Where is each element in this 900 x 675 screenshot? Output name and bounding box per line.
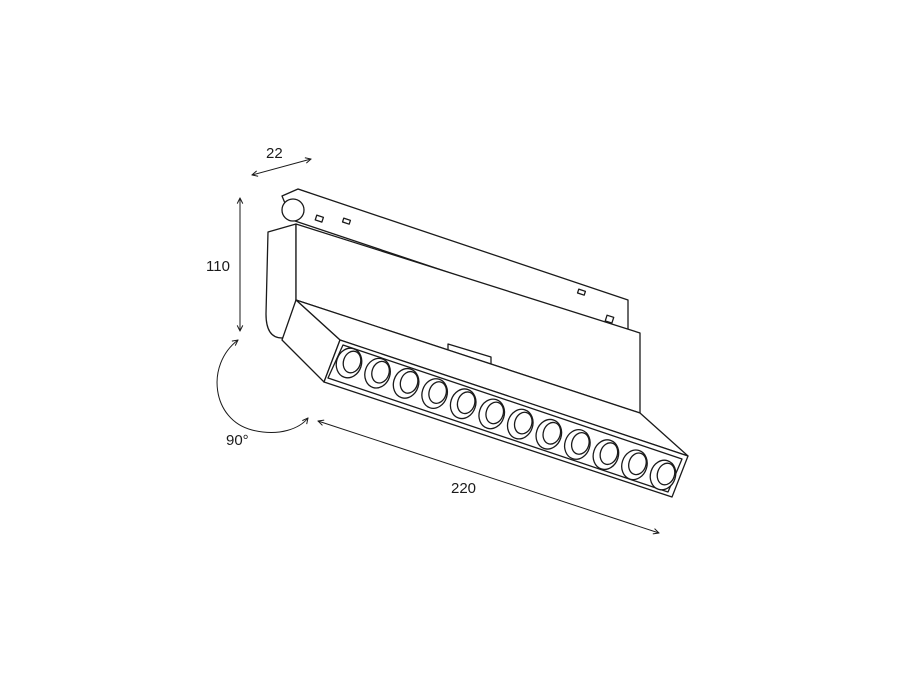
lens-reflector	[428, 381, 448, 404]
lens-reflector	[371, 360, 390, 384]
rotation-label: 90°	[226, 432, 249, 449]
lens-ring	[421, 378, 449, 409]
length-label: 220	[451, 480, 476, 497]
height-dimension: 110	[206, 198, 240, 331]
lens-reflector	[456, 391, 476, 415]
lens-ring	[364, 357, 391, 389]
height-label: 110	[206, 258, 230, 275]
lens-ring	[449, 388, 477, 420]
rotation-dimension: 90°	[216, 340, 308, 449]
length-dimension: 220	[318, 421, 659, 533]
lens-reflector	[399, 370, 419, 394]
lens-reflector	[342, 350, 362, 374]
track-adapter	[281, 188, 629, 331]
depth-label: 22	[266, 145, 283, 162]
lens-ring	[335, 347, 363, 379]
depth-dimension: 22	[252, 145, 311, 175]
lens-ring	[392, 367, 420, 399]
